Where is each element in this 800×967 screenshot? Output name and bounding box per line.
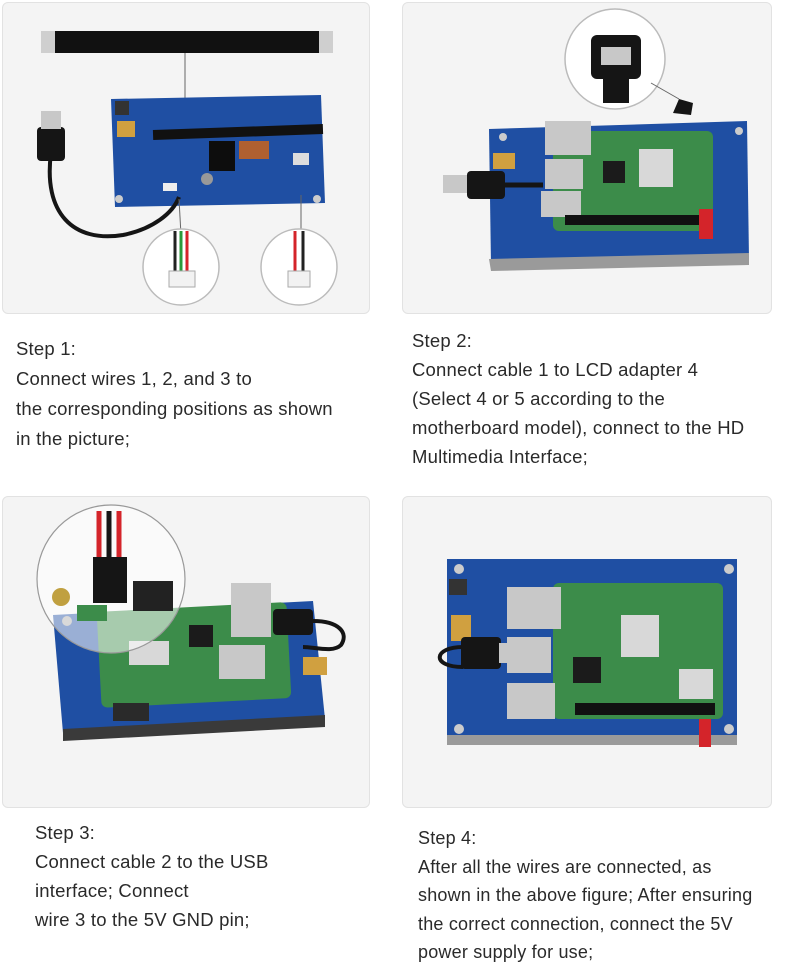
step-4-line: shown in the above figure; After ensurin… — [418, 885, 753, 905]
step-2-illustration — [443, 8, 749, 271]
step-3-line: interface; Connect — [35, 880, 189, 901]
step-3-title: Step 3: — [35, 822, 96, 843]
connector-zoom-illustration — [36, 504, 186, 654]
step-1-illustration — [37, 31, 338, 306]
step-4-title: Step 4: — [418, 828, 477, 848]
step-3-text: Step 3: Connect cable 2 to the USB inter… — [35, 818, 269, 934]
step-4-line: After all the wires are connected, as — [418, 856, 712, 877]
step-2-line: Multimedia Interface; — [412, 446, 588, 467]
usb-cable-illustration — [273, 609, 346, 652]
usb-cable-illustration — [443, 171, 543, 199]
step-1-line: in the picture; — [16, 428, 131, 449]
usb-cable-illustration — [37, 111, 181, 239]
step-4-text: Step 4: After all the wires are connecte… — [418, 824, 752, 967]
connector-zoom-illustration — [564, 8, 666, 110]
step-1-text: Step 1: Connect wires 1, 2, and 3 to the… — [16, 334, 333, 454]
step-2-line: (Select 4 or 5 according to the — [412, 388, 666, 409]
step-2-line: Connect cable 1 to LCD adapter 4 — [412, 359, 699, 380]
connector-zoom-illustration — [142, 228, 338, 306]
step-4-image — [402, 496, 772, 808]
step-2-title: Step 2: — [412, 330, 473, 351]
step-3-image — [2, 496, 370, 808]
step-4-illustration — [437, 559, 737, 747]
step-1-line: the corresponding positions as shown — [16, 398, 333, 419]
step-3-line: wire 3 to the 5V GND pin; — [35, 909, 250, 930]
step-2-line: motherboard model), connect to the HD — [412, 417, 745, 438]
step-4-line: power supply for use; — [418, 942, 594, 962]
step-1-title: Step 1: — [16, 338, 77, 359]
ribbon-cable-illustration — [41, 31, 333, 53]
step-1-image — [2, 2, 370, 314]
step-1-line: Connect wires 1, 2, and 3 to — [16, 368, 252, 389]
usb-cable-illustration — [437, 637, 519, 669]
board-illustration — [111, 95, 325, 207]
step-4-line: the correct connection, connect the 5V — [418, 913, 733, 934]
board-illustration — [489, 121, 749, 271]
step-3-line: Connect cable 2 to the USB — [35, 851, 269, 872]
step-2-image — [402, 2, 772, 314]
step-3-illustration — [36, 504, 346, 741]
step-2-text: Step 2: Connect cable 1 to LCD adapter 4… — [412, 326, 744, 471]
